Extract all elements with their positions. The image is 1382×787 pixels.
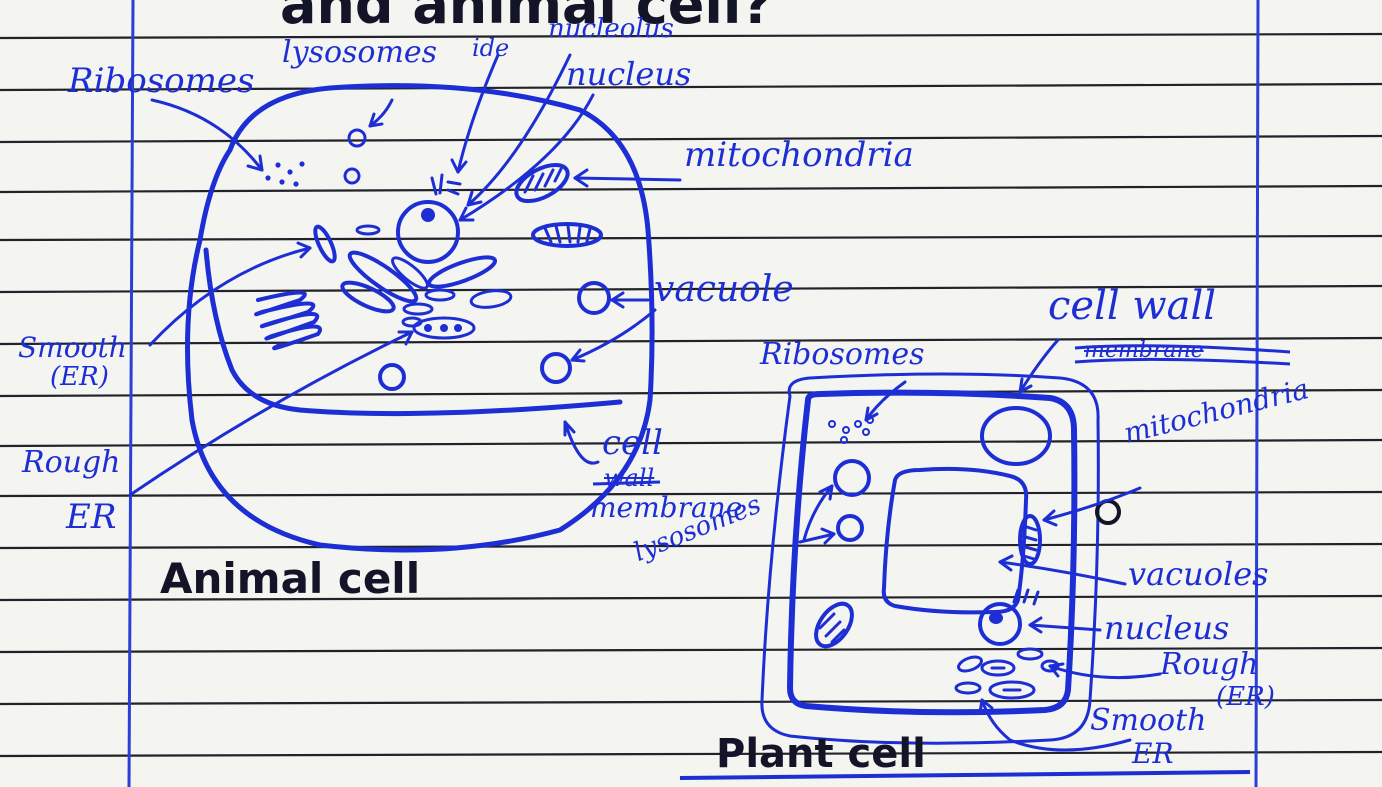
plant-central-vacuole <box>884 469 1026 613</box>
animal-label-rough: Rough <box>22 448 121 478</box>
plant-label-smooth: Smooth <box>1090 706 1207 736</box>
animal-label-nucleolus-scribble: ide <box>472 36 509 60</box>
animal-label-smooth: Smooth <box>18 334 127 362</box>
animal-label-wall-struck: wall <box>604 466 654 490</box>
plant-vacuole-top <box>982 408 1050 464</box>
animal-mitochondria-1 <box>511 157 574 208</box>
title-fragment: and animal cell? <box>280 0 773 32</box>
animal-vacuole-1 <box>579 283 609 313</box>
animal-label-cell: cell <box>602 426 663 460</box>
animal-label-nucleus: nucleus <box>566 58 691 90</box>
plant-lysosome-2 <box>838 516 862 540</box>
animal-lysosome-1 <box>349 130 365 146</box>
plant-label-smooth-er: ER <box>1132 740 1174 768</box>
animal-golgi <box>256 293 320 349</box>
animal-smooth-er-2 <box>357 226 379 234</box>
plant-lysosome-1 <box>835 461 869 495</box>
animal-label-ribosomes: Ribosomes <box>68 64 254 98</box>
animal-label-lysosomes: lysosomes <box>282 38 437 68</box>
animal-smooth-er-6 <box>339 277 397 317</box>
animal-cell-caption: Animal cell <box>160 558 420 600</box>
plant-label-nucleus: nucleus <box>1104 612 1229 644</box>
plant-label-cell-wall: cell wall <box>1048 286 1216 326</box>
animal-smooth-er-8 <box>426 290 454 300</box>
animal-vacuole-3 <box>380 365 404 389</box>
plant-label-ribosomes: Ribosomes <box>760 340 925 370</box>
animal-label-mitochondria: mitochondria <box>684 138 914 172</box>
animal-cell-membrane-outer <box>188 86 653 550</box>
animal-label-nucleolus: nucleolus <box>548 16 674 42</box>
plant-label-rough: Rough <box>1160 650 1259 680</box>
plant-mitochondria-2 <box>809 597 859 652</box>
animal-smooth-er-5 <box>426 252 498 293</box>
animal-label-smooth-er: (ER) <box>50 364 109 390</box>
animal-nucleolus <box>422 209 434 221</box>
plant-label-rough-er: (ER) <box>1216 684 1275 710</box>
animal-lysosome-2 <box>345 169 359 183</box>
plant-nucleolus <box>990 613 1002 623</box>
animal-smooth-er-9 <box>404 304 432 314</box>
plant-label-vacuoles: vacuoles <box>1128 558 1269 590</box>
animal-mitochondria-2 <box>533 224 601 246</box>
plant-er-cluster <box>956 649 1058 698</box>
left-margin-line <box>129 0 133 787</box>
animal-vacuole-2 <box>542 354 570 382</box>
animal-label-rough-er: ER <box>66 500 116 534</box>
plant-label-membrane-struck: membrane <box>1084 340 1204 362</box>
animal-smooth-er-7 <box>470 288 512 309</box>
animal-label-vacuole: vacuole <box>654 272 794 308</box>
plant-cell-caption: Plant cell <box>716 734 926 774</box>
animal-smooth-er-1 <box>312 224 339 264</box>
animal-ribosomes <box>265 161 304 186</box>
animal-rough-er <box>403 318 474 338</box>
